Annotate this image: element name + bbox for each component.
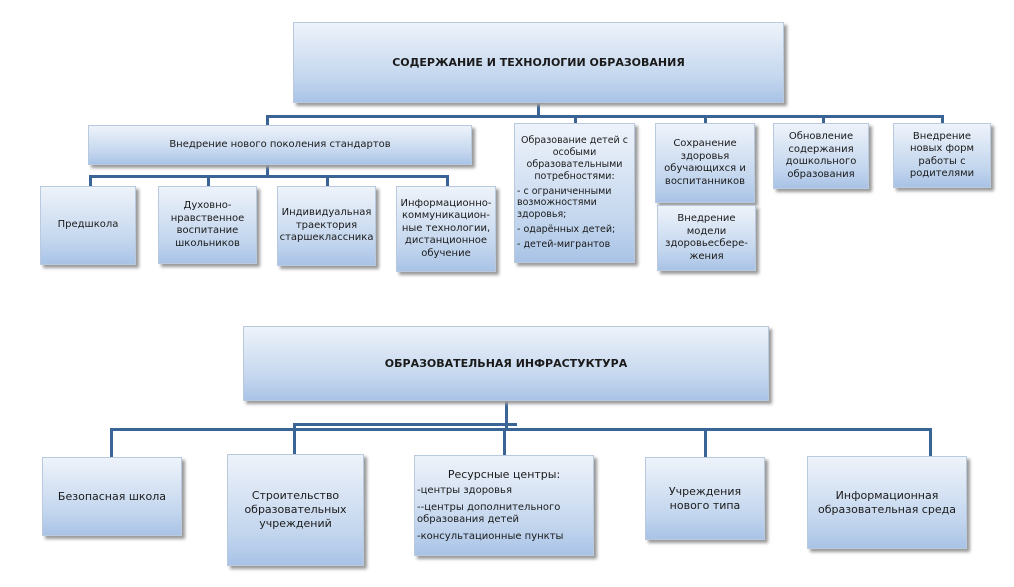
- connector: [537, 103, 540, 118]
- box-label: Сохранение здоровья обучающихся и воспит…: [664, 138, 746, 187]
- individual-path-box: Индивидуальная траектория старшеклассник…: [277, 186, 376, 266]
- list-item: - детей-мигрантов: [517, 239, 611, 251]
- connector: [89, 175, 92, 186]
- box-label: Информационная образовательная среда: [818, 488, 956, 516]
- health-model-box: Внедрение модели здоровьесбере-жения: [657, 205, 756, 271]
- connector: [941, 115, 944, 123]
- resource-centers-box: Ресурсные центры: -центры здоровья --цен…: [414, 455, 594, 556]
- special-needs-box: Образование детей с особыми образователь…: [514, 123, 635, 263]
- box-label: Учреждения нового типа: [668, 484, 742, 512]
- standards-label: Внедрение нового поколения стандартов: [169, 138, 391, 150]
- bottom-title: ОБРАЗОВАТЕЛЬНАЯ ИНФРАСТУКТУРА: [384, 356, 628, 370]
- connector: [110, 428, 113, 457]
- list-item: --центры дополнительного образования дет…: [417, 501, 561, 526]
- moral-education-box: Духовно-нравственное воспитание школьник…: [158, 186, 257, 264]
- box-label: Индивидуальная траектория старшеклассник…: [279, 207, 374, 244]
- box-heading: Образование детей с особыми образователь…: [521, 135, 628, 182]
- connector: [207, 175, 210, 186]
- box-label: Информационно-коммуникацион-ные технолог…: [400, 197, 492, 259]
- ict-box: Информационно-коммуникацион-ные технолог…: [396, 186, 496, 272]
- box-label: Предшкола: [57, 219, 119, 231]
- connector: [293, 423, 517, 426]
- connector: [503, 428, 506, 455]
- connector: [326, 175, 329, 186]
- connector: [822, 115, 825, 123]
- list-item: -центры здоровья: [417, 485, 512, 497]
- top-title-box: СОДЕРЖАНИЕ И ТЕХНОЛОГИИ ОБРАЗОВАНИЯ: [293, 22, 784, 103]
- top-title: СОДЕРЖАНИЕ И ТЕХНОЛОГИИ ОБРАЗОВАНИЯ: [392, 55, 685, 69]
- list-item: -консультационные пункты: [417, 530, 564, 542]
- connector: [505, 401, 508, 429]
- connector: [446, 175, 449, 186]
- standards-box: Внедрение нового поколения стандартов: [88, 125, 472, 165]
- connector: [266, 115, 269, 125]
- box-heading: Ресурсные центры:: [447, 467, 561, 481]
- box-label: Безопасная школа: [57, 489, 167, 503]
- connector: [89, 175, 449, 178]
- connector: [266, 115, 944, 118]
- parents-box: Внедрение новых форм работы с родителями: [893, 123, 991, 188]
- list-item: - одарённых детей;: [517, 224, 616, 236]
- safe-school-box: Безопасная школа: [42, 457, 182, 536]
- box-label: Духовно-нравственное воспитание школьник…: [170, 200, 245, 249]
- box-label: Внедрение новых форм работы с родителями: [909, 130, 975, 180]
- connector: [704, 115, 707, 123]
- info-env-box: Информационная образовательная среда: [807, 456, 967, 549]
- list-item: - с ограниченными возможностями здоровья…: [517, 185, 612, 221]
- connector: [266, 165, 269, 177]
- new-type-box: Учреждения нового типа: [645, 457, 765, 540]
- preschool-prep-box: Предшкола: [40, 186, 136, 265]
- connector: [574, 115, 577, 123]
- connector: [929, 428, 932, 456]
- box-label: Внедрение модели здоровьесбере-жения: [665, 213, 748, 262]
- health-box: Сохранение здоровья обучающихся и воспит…: [655, 123, 755, 203]
- box-label: Обновление содержания дошкольного образо…: [785, 131, 857, 180]
- connector: [110, 428, 932, 431]
- connector: [704, 428, 707, 457]
- construction-box: Строительство образовательных учреждений: [227, 454, 364, 566]
- connector: [293, 423, 296, 454]
- preschool-update-box: Обновление содержания дошкольного образо…: [773, 123, 869, 189]
- box-label: Строительство образовательных учреждений: [244, 489, 347, 530]
- bottom-title-box: ОБРАЗОВАТЕЛЬНАЯ ИНФРАСТУКТУРА: [243, 326, 769, 401]
